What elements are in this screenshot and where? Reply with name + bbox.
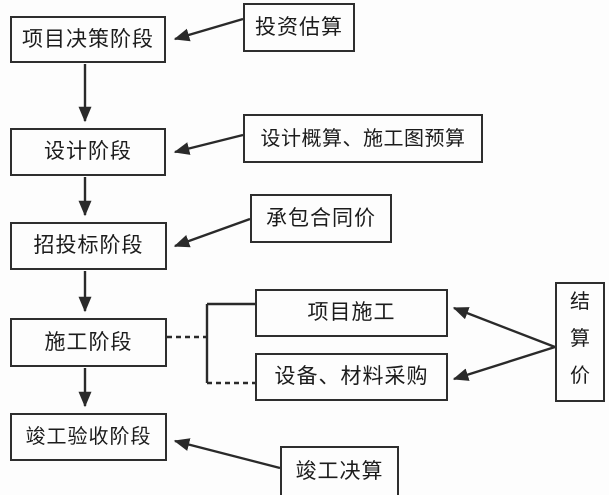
node-settlement-price: 结算价 [555, 282, 605, 402]
node-bidding-stage: 招投标阶段 [10, 222, 167, 270]
node-project-construction: 项目施工 [255, 289, 448, 337]
node-final-accounts: 竣工决算 [280, 446, 399, 495]
arrow-settlement-to-projconstr [452, 306, 556, 349]
node-completion-acceptance-stage: 竣工验收阶段 [10, 413, 167, 461]
arrow-investment-to-decision [173, 17, 244, 42]
node-design-stage: 设计阶段 [10, 128, 166, 176]
arrow-designbudget-to-design [173, 133, 244, 155]
arrow-final-to-acceptance [173, 438, 281, 470]
node-project-decision-stage: 项目决策阶段 [10, 16, 166, 63]
arrow-contract-to-bidding [173, 217, 251, 248]
node-investment-estimate: 投资估算 [243, 3, 355, 52]
node-contract-price: 承包合同价 [250, 194, 392, 243]
node-construction-stage: 施工阶段 [10, 318, 167, 367]
node-equipment-material-procurement: 设备、材料采购 [255, 353, 448, 401]
node-design-budget: 设计概算、施工图预算 [243, 114, 483, 163]
arrow-settlement-to-procurement [452, 345, 556, 381]
